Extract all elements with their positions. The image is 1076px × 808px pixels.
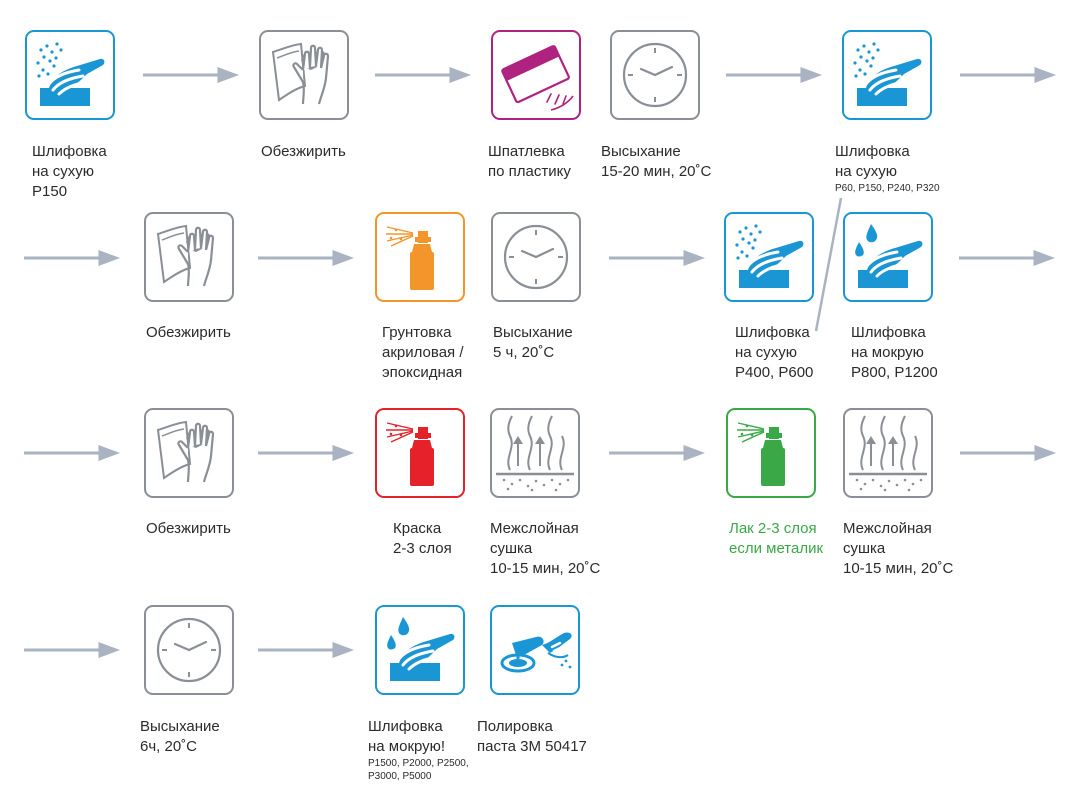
sanding-wet-icon — [375, 605, 465, 695]
polishing-icon — [490, 605, 580, 695]
sanding-dry-icon — [25, 30, 115, 120]
flash-off-icon — [490, 408, 580, 498]
arrow — [960, 443, 1058, 463]
step-label: Обезжирить — [146, 520, 231, 537]
sanding-wet-icon — [843, 212, 933, 302]
arrow — [959, 248, 1057, 268]
arrow — [609, 248, 707, 268]
arrow — [24, 443, 122, 463]
spray-can-icon — [726, 408, 816, 498]
spray-can-icon — [375, 212, 465, 302]
arrow — [726, 65, 824, 85]
degrease-icon — [144, 408, 234, 498]
arrow — [258, 248, 356, 268]
spatula-icon — [491, 30, 581, 120]
sanding-dry-icon — [842, 30, 932, 120]
arrow — [24, 248, 122, 268]
step-label: Обезжирить — [261, 143, 346, 160]
spray-can-icon — [375, 408, 465, 498]
arrow — [24, 640, 122, 660]
clock-icon — [144, 605, 234, 695]
sanding-dry-icon — [724, 212, 814, 302]
clock-icon — [491, 212, 581, 302]
arrow — [960, 65, 1058, 85]
arrow — [609, 443, 707, 463]
arrow — [143, 65, 241, 85]
clock-icon — [610, 30, 700, 120]
flash-off-icon — [843, 408, 933, 498]
arrow — [258, 640, 356, 660]
alternative-divider — [814, 197, 843, 332]
step-label: Обезжирить — [146, 324, 231, 341]
degrease-icon — [144, 212, 234, 302]
arrow — [258, 443, 356, 463]
degrease-icon — [259, 30, 349, 120]
arrow — [375, 65, 473, 85]
